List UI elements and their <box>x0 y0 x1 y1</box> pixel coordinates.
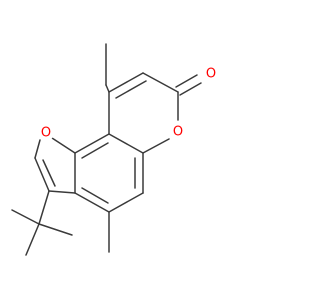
o-furan-label: O <box>41 126 51 141</box>
bond-c3-tbutyl <box>38 190 50 225</box>
bond-c2-c3 <box>34 157 50 192</box>
o-carbonyl-label: O <box>206 67 216 82</box>
bond-tbutyl-me1 <box>38 223 73 236</box>
o-carbonyl-bg <box>203 66 219 82</box>
bond-c6-c5 <box>108 192 144 213</box>
bond-tbutyl-me2 <box>11 209 40 225</box>
bond-c5-c4 <box>74 192 110 213</box>
bond-c9-c8 <box>108 72 144 93</box>
bond-c3-c4-furan <box>48 190 76 194</box>
o-lactone-ring-label: O <box>173 125 183 140</box>
bond-o-furan-c2 <box>34 139 41 159</box>
bond-c3a-c9b-inner <box>81 142 109 159</box>
bond-layer <box>11 43 202 256</box>
o-lactone-ring-bg <box>170 124 186 140</box>
bond-c7-o-carbonyl-b <box>179 82 202 96</box>
bond-c5-c4-inner <box>81 187 109 204</box>
molecule-structure: O O O <box>11 43 219 256</box>
bond-tbutyl-me3 <box>25 223 40 256</box>
bond-c7-o-carbonyl-a <box>175 74 198 88</box>
bond-c9b-c6a-top <box>108 133 144 154</box>
bond-c8-c9-double <box>115 80 147 99</box>
bond-c2-c3-inner <box>42 159 56 187</box>
atom-labels: O O O <box>38 66 219 141</box>
bond-c3a-o-furan <box>51 137 76 154</box>
bond-c3a-c9b <box>74 133 110 154</box>
bond-o1-c6a <box>142 138 170 154</box>
bond-c8-c7 <box>142 72 179 93</box>
o-furan-bg <box>38 125 54 141</box>
bond-ethyl-ch2 <box>105 84 110 93</box>
